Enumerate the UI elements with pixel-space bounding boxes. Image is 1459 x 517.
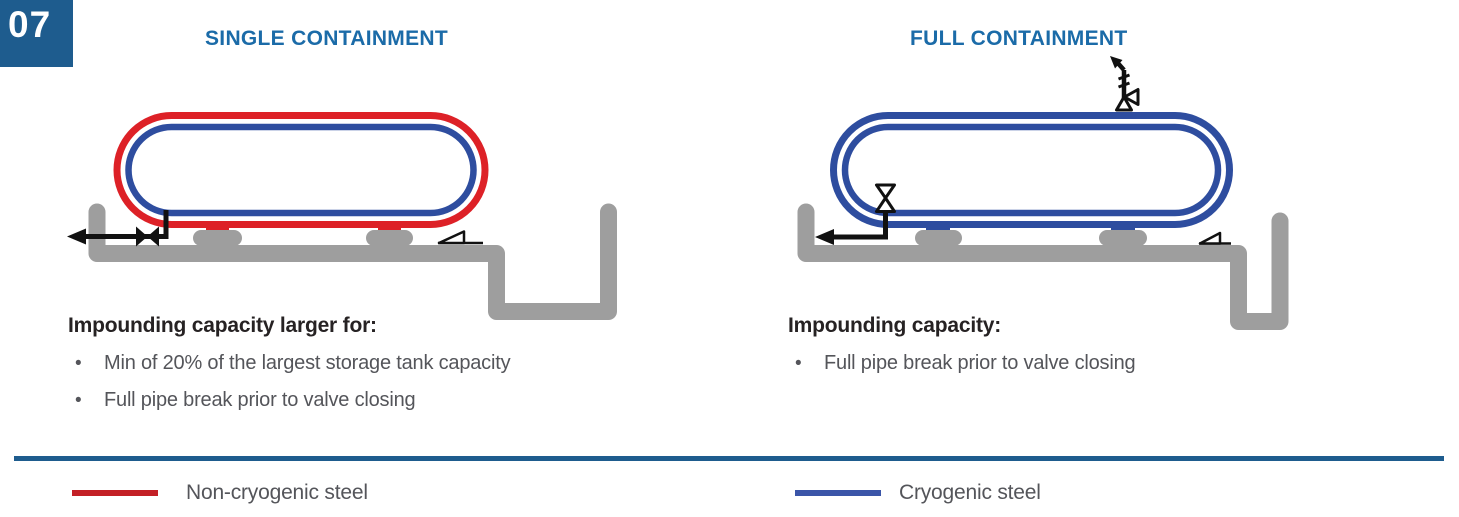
inner-shell-cryogenic [125, 123, 477, 217]
cryogenic-swatch [795, 490, 881, 496]
tank-support [193, 230, 242, 246]
full-containment-title: FULL CONTAINMENT [910, 27, 1128, 50]
legend-label: Cryogenic steel [899, 481, 1041, 504]
ground-dike [797, 203, 1289, 330]
full-containment-notes: Impounding capacity: • Full pipe break p… [788, 314, 1448, 375]
relief-valve-icon [1110, 56, 1140, 112]
bottom-pipe-with-valve-icon [815, 183, 896, 245]
notes-heading: Impounding capacity: [788, 314, 1002, 337]
inner-shell-cryogenic [841, 123, 1222, 217]
shell-tab [1111, 225, 1135, 233]
valve-icon [875, 183, 896, 200]
valve-icon [147, 226, 159, 247]
pipe-line [84, 210, 169, 239]
tank-support [366, 230, 413, 246]
ground-dike [88, 203, 617, 320]
single-containment-notes: Impounding capacity larger for: • Min of… [68, 314, 728, 412]
legend-non-cryogenic: Non-cryogenic steel [72, 481, 368, 505]
legend-cryogenic: Cryogenic steel [795, 481, 1041, 505]
bullet-text: Full pipe break prior to valve closing [104, 389, 416, 411]
flow-arrow-icon [67, 228, 86, 245]
page-number-badge: 07 [0, 0, 73, 67]
notes-heading: Impounding capacity larger for: [68, 314, 377, 337]
footer-divider [14, 456, 1444, 461]
tank-support [915, 230, 962, 246]
flow-arrow-icon [815, 229, 834, 245]
pipe-line [832, 211, 888, 240]
valve-icon [875, 196, 896, 213]
list-item: • Full pipe break prior to valve closing [788, 352, 1448, 375]
vent-arrow-icon [1110, 56, 1123, 69]
bullet-icon: • [75, 353, 82, 374]
grade-marker-icon [1198, 231, 1231, 245]
full-containment-diagram [797, 56, 1289, 330]
bullet-icon: • [75, 390, 82, 411]
single-containment-title: SINGLE CONTAINMENT [205, 27, 449, 50]
valve-icon [136, 226, 148, 247]
non-cryogenic-swatch [72, 490, 158, 496]
page-number: 07 [8, 4, 52, 45]
shell-tab [926, 225, 950, 233]
shell-tab [206, 225, 229, 233]
grade-marker-icon [437, 230, 483, 245]
shell-tab [378, 225, 401, 233]
single-containment-diagram [67, 112, 617, 320]
bullet-text: Full pipe break prior to valve closing [824, 352, 1136, 374]
legend-label: Non-cryogenic steel [186, 481, 368, 504]
bullet-icon: • [795, 353, 802, 374]
list-item: • Min of 20% of the largest storage tank… [68, 352, 728, 375]
bullet-text: Min of 20% of the largest storage tank c… [104, 352, 511, 374]
list-item: • Full pipe break prior to valve closing [68, 389, 728, 412]
bottom-pipe-with-valve-icon [67, 210, 169, 247]
tank-support [1099, 230, 1147, 246]
